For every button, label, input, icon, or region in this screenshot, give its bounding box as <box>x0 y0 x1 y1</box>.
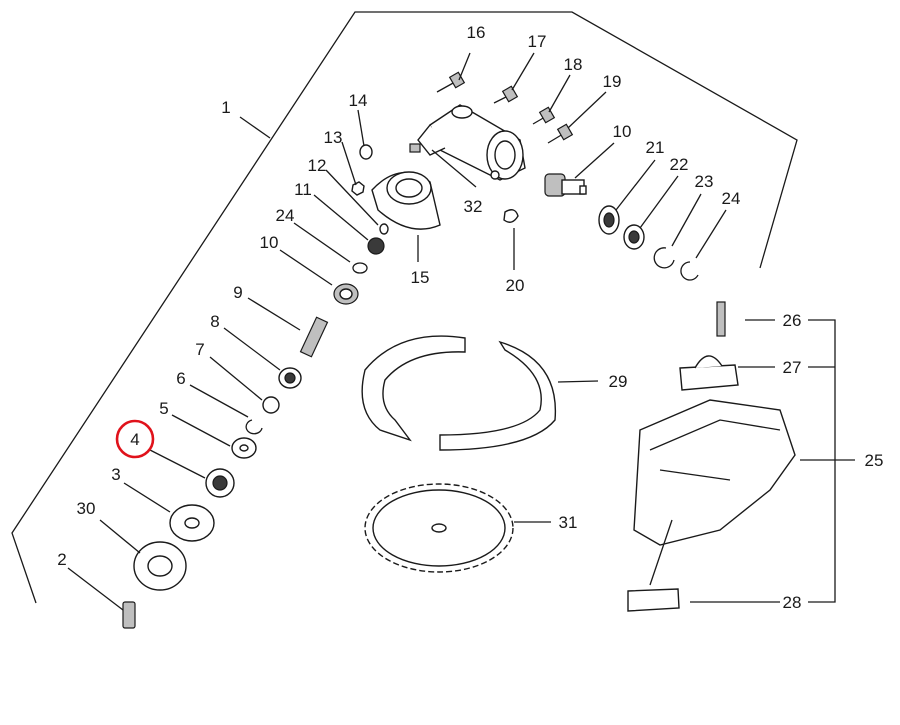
leader-lines <box>67 52 855 611</box>
bearing-21-part <box>598 205 620 235</box>
callout-3: 3 <box>111 465 120 484</box>
assembly-1-boundary <box>11 11 798 604</box>
saw-blade-31-part <box>364 483 514 573</box>
callout-17: 17 <box>528 32 547 51</box>
callout-1: 1 <box>221 98 230 117</box>
shaft-gear-10-upper-part <box>544 173 587 197</box>
callout-32: 32 <box>464 197 483 216</box>
o-ring-12-part <box>379 223 389 235</box>
nut-13-part <box>351 181 365 196</box>
ring-11-part <box>367 237 385 255</box>
washer-5-part <box>231 437 257 459</box>
bracket-27-part <box>679 355 739 391</box>
gear-case-part <box>417 104 526 181</box>
bolt-16-part <box>436 71 466 93</box>
callout-18: 18 <box>564 55 583 74</box>
guard-25-part <box>633 399 796 546</box>
grease-plug-32-part <box>409 143 421 153</box>
callout-5: 5 <box>159 399 168 418</box>
bolt-18-part <box>532 106 556 125</box>
callout-25: 25 <box>865 451 884 470</box>
callout-4: 4 <box>130 430 139 449</box>
callout-26: 26 <box>783 311 802 330</box>
circlip-6-part <box>245 419 263 435</box>
callout-19: 19 <box>603 72 622 91</box>
callout-27: 27 <box>783 358 802 377</box>
shaft-9-part <box>299 316 329 358</box>
bolt-19-part <box>547 123 574 144</box>
clip-20-part <box>503 209 519 223</box>
circlip-24-upper-part <box>680 261 699 281</box>
cover-band-29-part <box>361 335 557 451</box>
callout-11: 11 <box>294 180 312 199</box>
gear-10-lower-part <box>333 283 359 305</box>
callout-14: 14 <box>349 91 368 110</box>
callout-24-upper: 24 <box>722 189 741 208</box>
callout-16: 16 <box>467 23 486 42</box>
callout-8: 8 <box>210 312 219 331</box>
collar-7-part <box>262 396 280 414</box>
callout-13: 13 <box>324 128 343 147</box>
cup-30-part <box>133 541 187 591</box>
callout-9: 9 <box>233 283 242 302</box>
callout-23: 23 <box>695 172 714 191</box>
callout-numbers: 1 2 3 4 5 6 7 8 9 10 24 11 12 13 14 15 1… <box>57 23 883 612</box>
callout-29: 29 <box>609 372 628 391</box>
callout-21: 21 <box>646 138 665 157</box>
bolt-26-part <box>716 301 726 337</box>
callout-31: 31 <box>559 513 578 532</box>
callout-30: 30 <box>77 499 96 518</box>
holder-plate-3-part <box>169 504 215 542</box>
callout-24-lower: 24 <box>276 206 295 225</box>
washer-14-part <box>359 144 373 160</box>
holder-4-part <box>205 468 235 498</box>
callout-2: 2 <box>57 550 66 569</box>
bolt-2-part <box>122 601 136 629</box>
callout-10-upper: 10 <box>613 122 632 141</box>
circlip-23-part <box>653 247 675 269</box>
callout-15: 15 <box>411 268 430 287</box>
callout-10-lower: 10 <box>260 233 279 252</box>
callout-20: 20 <box>506 276 525 295</box>
circlip-24-lower-part <box>352 262 368 274</box>
callout-7: 7 <box>195 340 204 359</box>
callout-28: 28 <box>783 593 802 612</box>
callout-12: 12 <box>308 156 327 175</box>
callout-6: 6 <box>176 369 185 388</box>
callout-22: 22 <box>670 155 689 174</box>
bolt-17-part <box>493 85 519 104</box>
bearing-22-part <box>623 224 645 250</box>
gear-cover-15-part <box>371 171 441 230</box>
highlight-circle-callout-4 <box>115 419 155 459</box>
label-28-part <box>627 588 680 612</box>
bearing-8-part <box>278 367 302 389</box>
